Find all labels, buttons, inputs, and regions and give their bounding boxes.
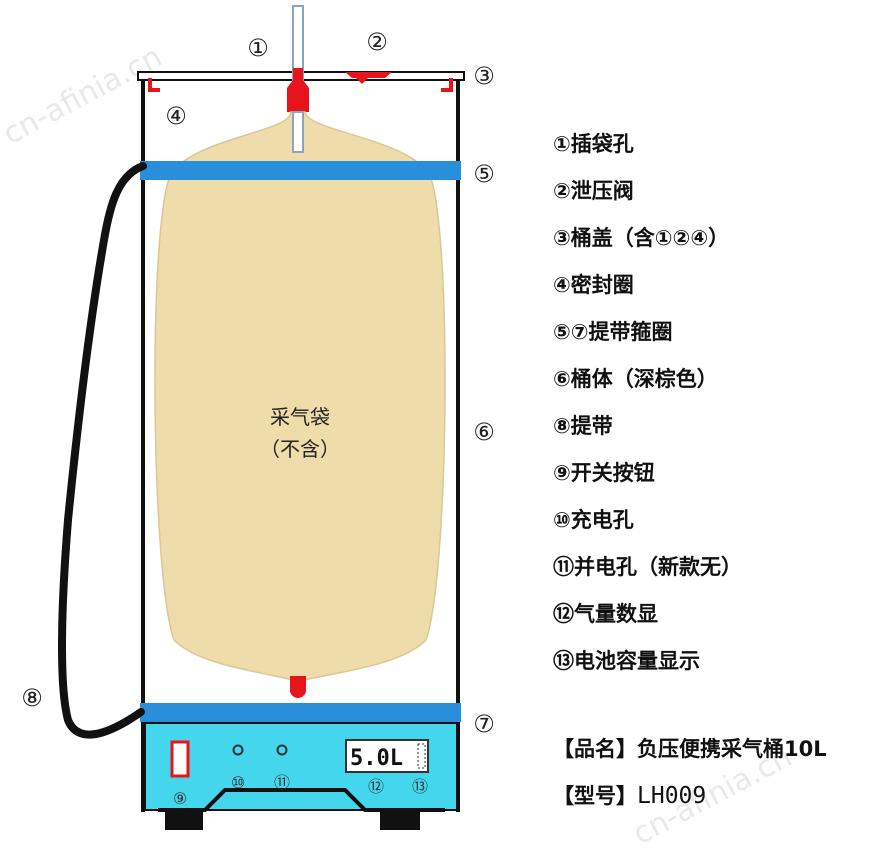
product-model-value: LH009	[637, 783, 707, 809]
gas-volume-display: 5.0L	[345, 739, 429, 773]
callout-13: ⑬	[412, 777, 428, 796]
callout-4: ④	[165, 102, 187, 130]
foot-right	[380, 810, 420, 830]
callout-10: ⑩	[231, 773, 245, 792]
callout-1: ①	[247, 34, 269, 62]
relief-valve	[345, 72, 392, 78]
callout-6: ⑥	[473, 418, 495, 446]
product-name-label: 【品名】	[553, 737, 637, 761]
lower-band	[140, 703, 461, 722]
legend-item: ⑨开关按钮	[553, 461, 655, 485]
bag-label-line1: 采气袋	[270, 405, 330, 429]
legend-item: ⑬电池容量显示	[553, 649, 700, 673]
parts-legend: ①插袋孔 ②泄压阀 ③桶盖（含①②④） ④密封圈 ⑤⑦提带箍圈 ⑥桶体（深棕色）…	[553, 130, 873, 694]
callout-2: ②	[366, 28, 388, 56]
legend-item: ⑩充电孔	[553, 508, 634, 532]
power-switch[interactable]	[170, 740, 190, 778]
base-cutout	[158, 788, 445, 812]
bucket-body	[141, 80, 460, 812]
legend-item: ⑪并电孔（新款无）	[553, 555, 742, 579]
bag-label-line2: （不含）	[260, 437, 340, 461]
legend-item: ⑧提带	[553, 414, 613, 438]
callout-7: ⑦	[473, 710, 495, 738]
legend-item: ⑥桶体（深棕色）	[553, 367, 718, 391]
display-value: 5.0L	[350, 746, 403, 771]
strap	[58, 162, 147, 739]
legend-item: ③桶盖（含①②④）	[553, 226, 730, 250]
product-model-label: 【型号】	[553, 784, 637, 808]
insertion-hole-valve	[287, 68, 309, 112]
legend-item: ④密封圈	[553, 273, 634, 297]
callout-3: ③	[473, 62, 495, 90]
callout-5: ⑤	[473, 160, 495, 188]
legend-item: ⑤⑦提带箍圈	[553, 320, 673, 344]
foot-left	[165, 810, 203, 830]
product-model: 【型号】LH009	[553, 780, 878, 810]
upper-band	[140, 161, 461, 180]
bag-outlet-valve	[290, 676, 306, 698]
callout-12: ⑫	[368, 777, 384, 796]
product-name: 【品名】负压便携采气桶10L	[553, 733, 878, 763]
legend-item: ①插袋孔	[553, 132, 634, 156]
callout-11: ⑪	[274, 773, 290, 792]
relief-valve-tip	[356, 78, 368, 84]
legend-item: ②泄压阀	[553, 179, 634, 203]
charge-port[interactable]	[232, 744, 244, 756]
legend-item: ⑫气量数显	[553, 602, 658, 626]
callout-8: ⑧	[21, 684, 43, 712]
battery-indicator	[417, 743, 426, 769]
callout-9: ⑨	[173, 789, 187, 808]
bag-inlet-tube	[292, 111, 304, 153]
parallel-port[interactable]	[276, 744, 288, 756]
gas-bag	[154, 111, 446, 681]
product-name-value: 负压便携采气桶10L	[637, 737, 827, 761]
